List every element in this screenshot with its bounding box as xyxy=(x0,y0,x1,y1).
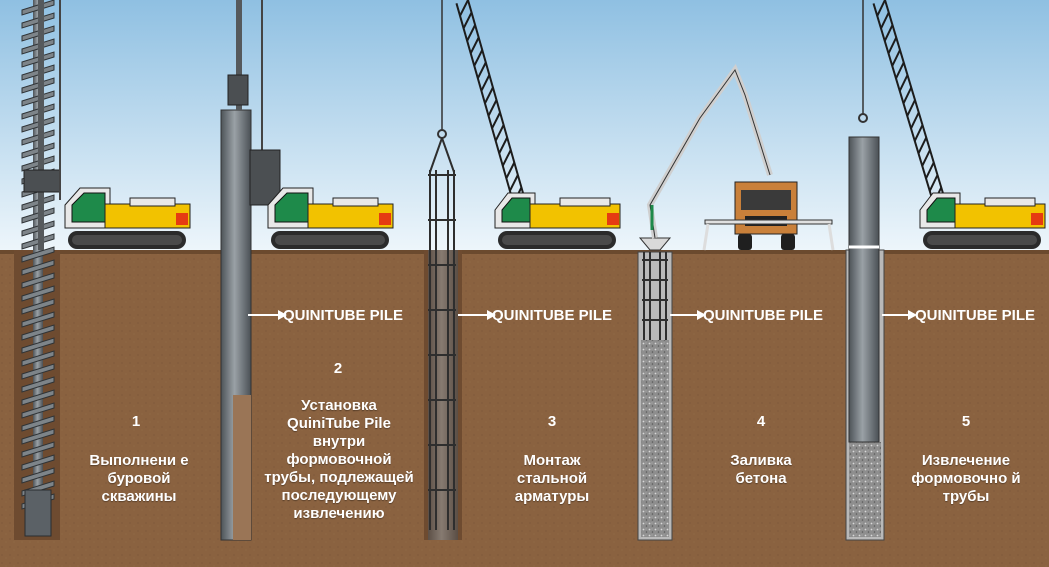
rebar-cage-in-concrete xyxy=(642,252,668,340)
ground-line xyxy=(0,250,1049,254)
crane-5 xyxy=(845,0,1046,541)
quinitube-label-5: QUINITUBE PILE xyxy=(915,307,1036,324)
drilling-rig-1 xyxy=(14,0,191,540)
step-number-1: 1 xyxy=(131,413,141,430)
quinitube-label-3: QUINITUBE PILE xyxy=(492,307,613,324)
crane-boom xyxy=(872,0,946,204)
quinitube-label-2: QUINITUBE PILE xyxy=(283,307,404,324)
step-text-3: Монтаж стальной арматуры xyxy=(514,452,590,505)
arrow-step-3 xyxy=(458,310,496,320)
concrete-pump-4 xyxy=(637,63,835,541)
casing-rig-2 xyxy=(220,0,394,541)
step-text-1: Выполнени е буровой скважины xyxy=(89,452,189,505)
quinitube-label-4: QUINITUBE PILE xyxy=(703,307,824,324)
arrow-step-2 xyxy=(248,310,287,320)
ground-soil xyxy=(0,252,1049,567)
step-number-2: 2 xyxy=(333,360,343,377)
step-text-4: Заливка бетона xyxy=(730,452,792,487)
crane-3 xyxy=(424,0,621,540)
rebar-cage xyxy=(428,137,456,530)
arrow-step-4 xyxy=(670,310,706,320)
step-number-3: 3 xyxy=(547,413,557,430)
crane-boom xyxy=(455,0,526,204)
arrow-step-5 xyxy=(882,310,917,320)
step-number-4: 4 xyxy=(756,413,766,430)
step-text-5: Извлечение формовочно й трубы xyxy=(911,452,1021,505)
step-number-5: 5 xyxy=(961,413,971,430)
step-text-2: Установка QuiniTube Pile внутри формовоч… xyxy=(264,397,414,522)
